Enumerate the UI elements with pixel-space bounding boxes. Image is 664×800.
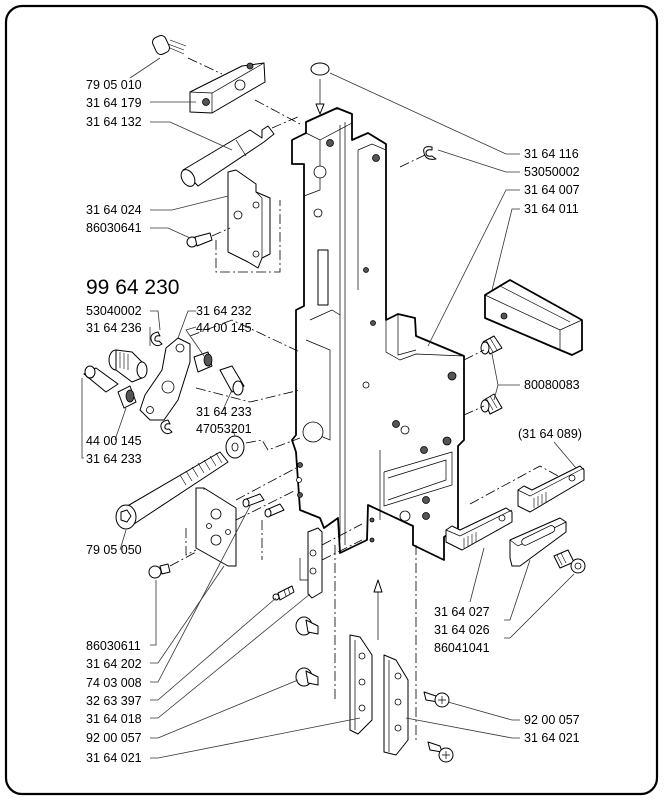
label-31-64-232: 31 64 232 <box>196 304 252 318</box>
set-screw-80080083-a <box>480 335 503 355</box>
screw-angled <box>272 585 295 601</box>
label-80080083: 80080083 <box>524 378 580 392</box>
lever-31-64-232 <box>139 331 191 435</box>
label-53050002: 53050002 <box>524 165 580 179</box>
label-53040002: 53040002 <box>86 304 142 318</box>
label-32-63-397: 32 63 397 <box>86 694 142 708</box>
pin-31-64-233-b <box>83 365 119 393</box>
bushing-44-00-145-a <box>193 351 213 373</box>
screw-79-05-050 <box>115 451 229 530</box>
label-31-64-233-a: 31 64 233 <box>196 405 252 419</box>
label-31-64-179: 31 64 179 <box>86 96 142 110</box>
guide-line <box>463 349 485 361</box>
leader-lines <box>81 57 577 759</box>
pin-31-64-233-a <box>219 365 245 396</box>
main-frame-part <box>291 107 465 561</box>
guide-line <box>321 539 363 561</box>
top-clip-part <box>310 62 330 115</box>
blade-31-64-021-right <box>383 654 409 756</box>
screw-92-00-057-right-b <box>427 741 454 763</box>
label-31-64-007: 31 64 007 <box>524 183 580 197</box>
label-31-64-018: 31 64 018 <box>86 712 142 726</box>
label-92-00-057-left: 92 00 057 <box>86 731 142 745</box>
guide-line <box>235 489 297 521</box>
label-92-00-057-right: 92 00 057 <box>524 713 580 727</box>
blade-31-64-021-left <box>349 634 373 735</box>
stud-31-64-236 <box>108 349 148 383</box>
label-31-64-026: 31 64 026 <box>434 623 490 637</box>
block-31-64-179 <box>189 62 301 125</box>
label-31-64-027: 31 64 027 <box>434 605 490 619</box>
set-screw-80080083-b <box>480 393 503 415</box>
label-31-64-089: (31 64 089) <box>518 427 582 441</box>
label-79-05-050: 79 05 050 <box>86 543 142 557</box>
plate-31-64-024 <box>215 169 281 273</box>
cutter-31-64-027 <box>445 507 513 551</box>
screw-86030611 <box>148 551 197 579</box>
label-31-64-021-left: 31 64 021 <box>86 751 142 765</box>
label-44-00-145-a: 44 00 145 <box>196 321 252 335</box>
screw-86030641 <box>186 227 231 248</box>
label-31-64-132: 31 64 132 <box>86 115 142 129</box>
plate-31-64-202 <box>185 487 237 567</box>
guide-line <box>469 465 559 505</box>
label-74-03-008: 74 03 008 <box>86 676 142 690</box>
label-86030611: 86030611 <box>86 639 141 653</box>
label-31-64-233-b: 31 64 233 <box>86 452 142 466</box>
label-31-64-021-right: 31 64 021 <box>524 731 580 745</box>
pin-32-63-397 <box>264 503 285 518</box>
label-31-64-011: 31 64 011 <box>524 202 579 216</box>
screw-86041041 <box>553 549 586 574</box>
pin-74-03-008 <box>242 493 265 508</box>
guide-line <box>189 319 301 353</box>
label-44-00-145-b: 44 00 145 <box>86 434 142 448</box>
bushing-44-00-145-b <box>117 385 137 409</box>
assembly-number: 99 64 230 <box>86 276 179 299</box>
label-31-64-236: 31 64 236 <box>86 321 142 335</box>
label-31-64-202: 31 64 202 <box>86 657 142 671</box>
label-31-64-024: 31 64 024 <box>86 203 142 217</box>
label-86041041: 86041041 <box>434 641 490 655</box>
screw-92-00-057-left-a <box>295 616 319 636</box>
screw-92-00-057-right-a <box>423 691 450 708</box>
part-labels: 79 05 010 31 64 179 31 64 132 31 64 024 … <box>86 78 582 765</box>
guide-31-64-018 <box>299 527 323 599</box>
cutter-31-64-089 <box>517 465 585 513</box>
pin-31-64-132 <box>180 115 301 187</box>
clamp-block-31-64-011 <box>484 279 583 356</box>
label-47053201: 47053201 <box>196 422 252 436</box>
label-86030641: 86030641 <box>86 221 142 235</box>
guide-line <box>195 387 301 403</box>
label-31-64-116: 31 64 116 <box>524 147 579 161</box>
arrow-up-icon <box>373 579 383 640</box>
guide-line <box>463 405 485 416</box>
e-clip-right <box>399 146 437 168</box>
screw-92-00-057-left-b <box>295 667 319 687</box>
slotted-clamp-31-64-026 <box>509 517 567 567</box>
screw-79-05-010 <box>151 35 223 75</box>
guide-line <box>235 467 297 501</box>
guide-line <box>321 523 363 546</box>
label-79-05-010: 79 05 010 <box>86 78 142 92</box>
